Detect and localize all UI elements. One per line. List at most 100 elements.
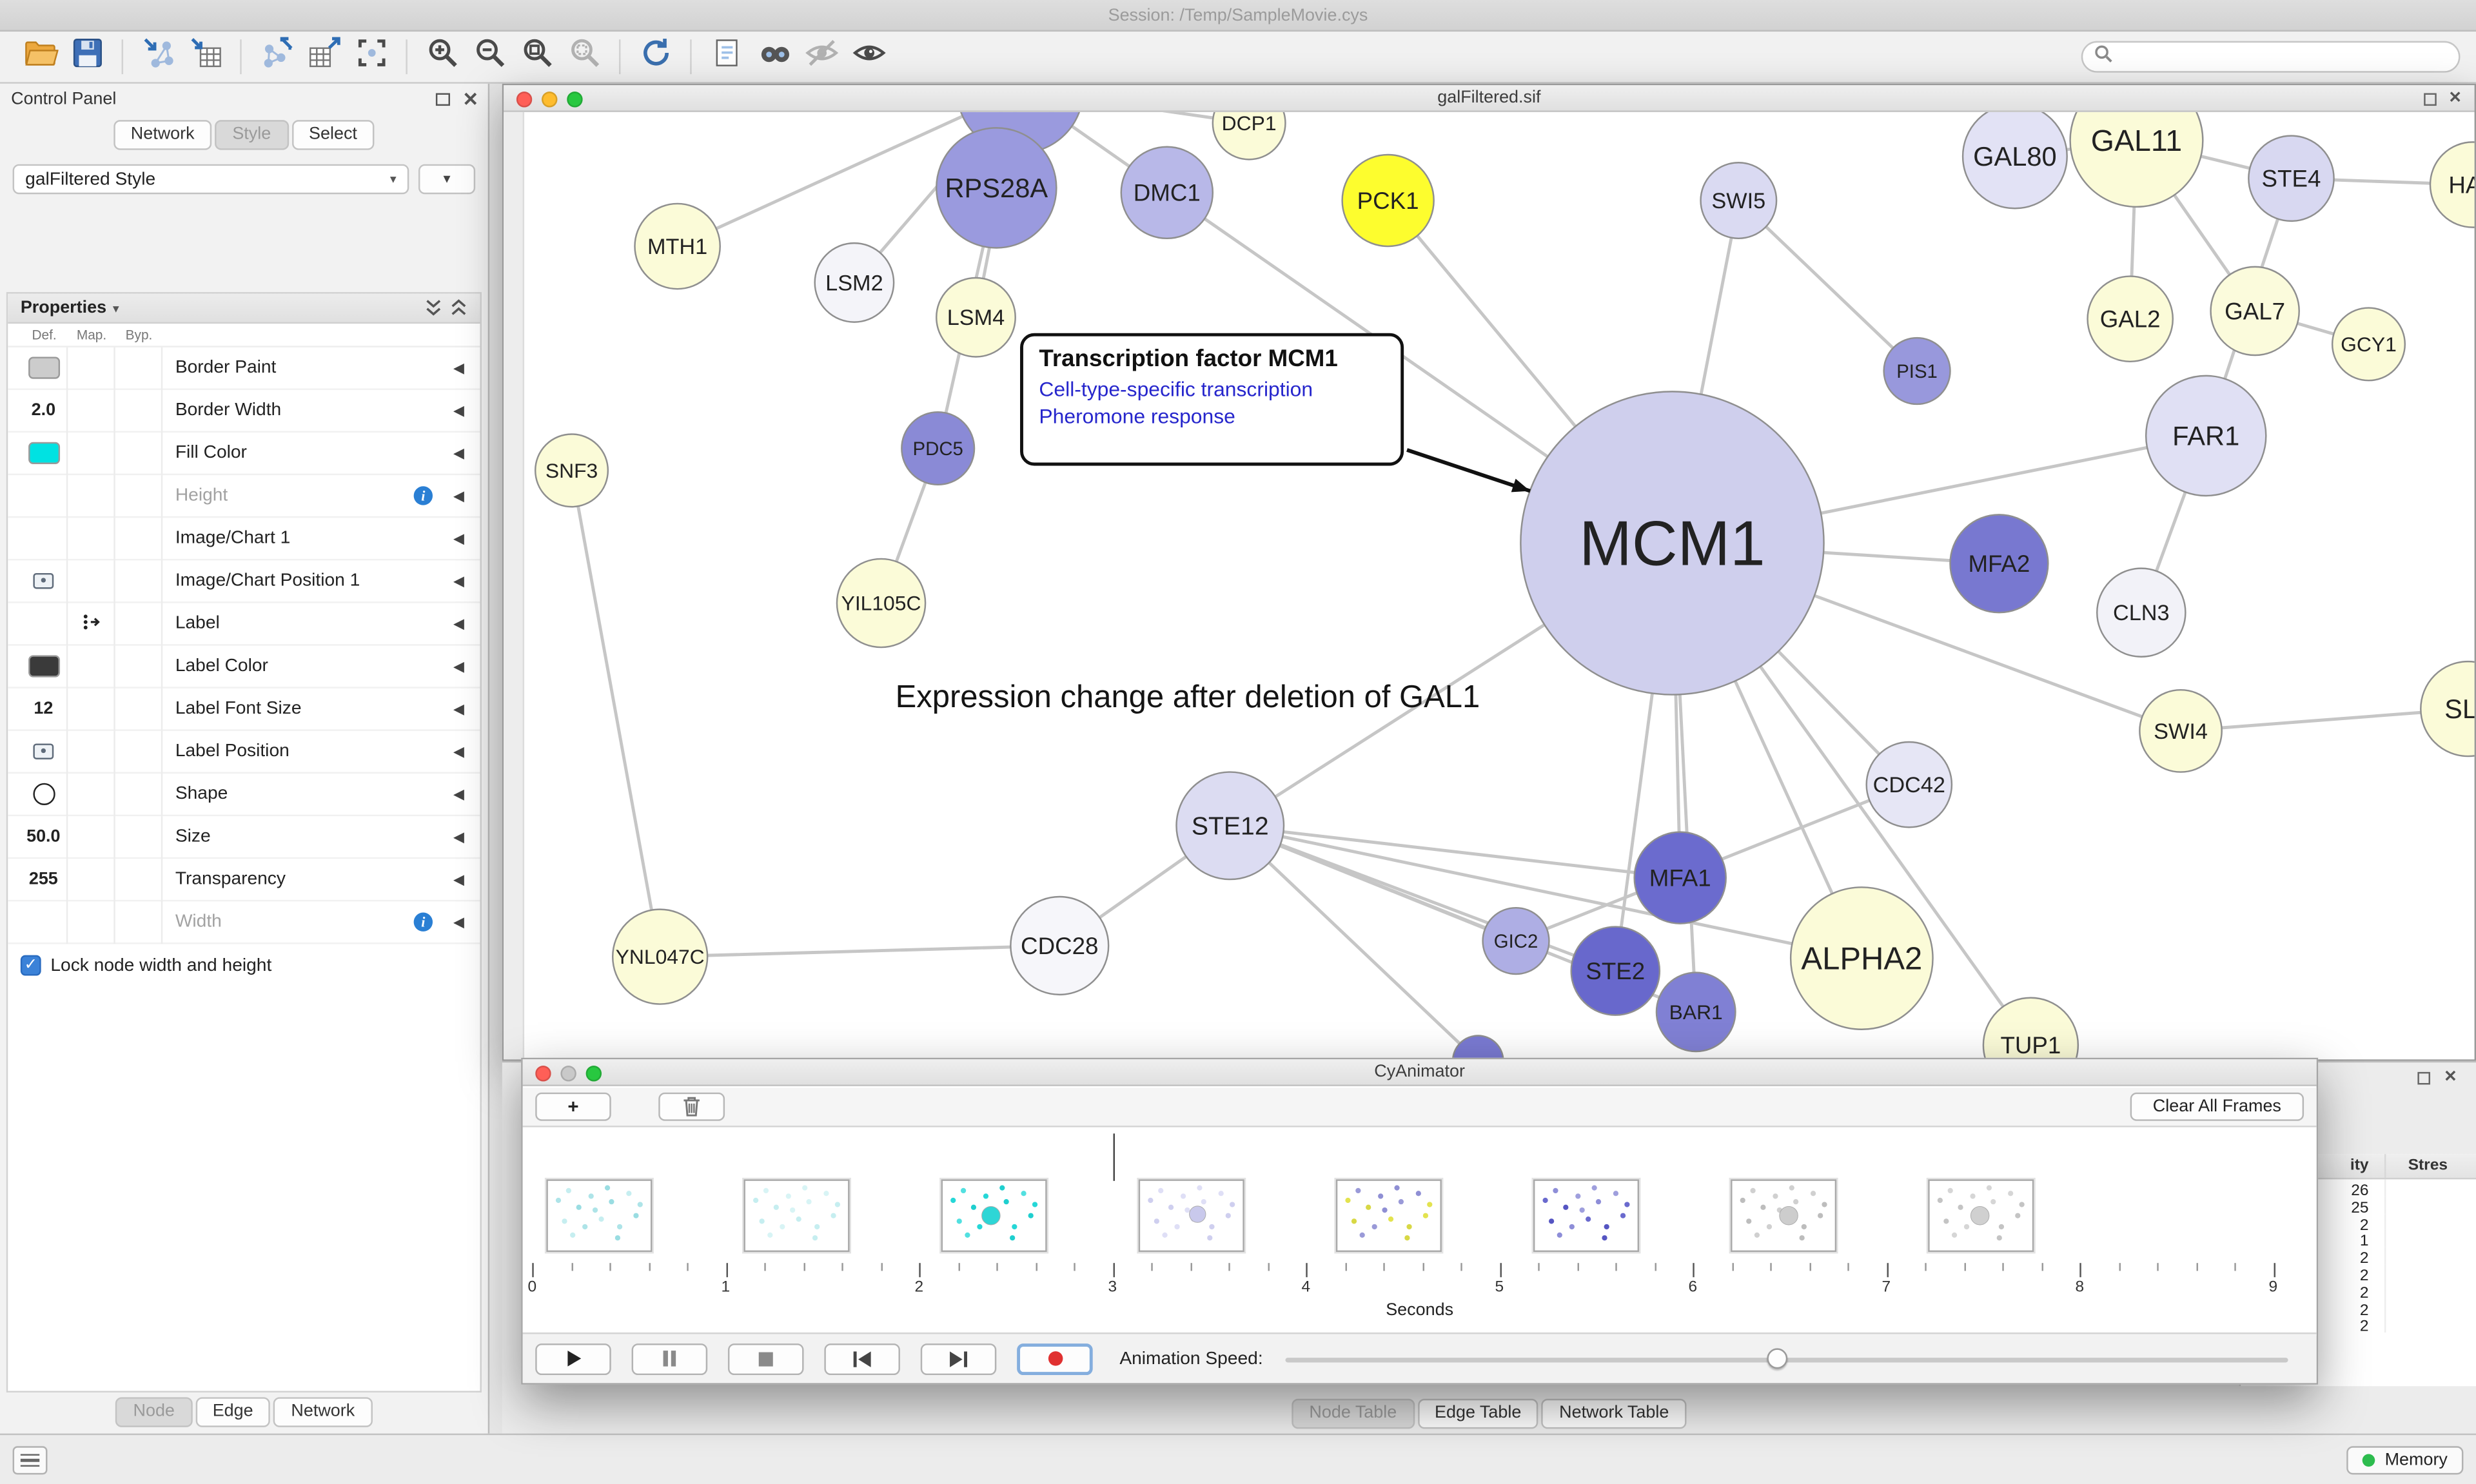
expand-row-icon[interactable]: ◀ bbox=[453, 743, 464, 760]
default-value-cell[interactable] bbox=[21, 347, 68, 389]
mapping-cell[interactable] bbox=[68, 432, 115, 474]
annotation-box[interactable]: Transcription factor MCM1 Cell-type-spec… bbox=[1020, 333, 1404, 466]
float-window-icon[interactable] bbox=[2423, 93, 2436, 106]
bypass-cell[interactable] bbox=[115, 773, 162, 815]
bypass-cell[interactable] bbox=[115, 432, 162, 474]
frame-thumbnail-0[interactable] bbox=[546, 1179, 652, 1252]
animation-speed-slider[interactable] bbox=[1285, 1343, 2288, 1374]
info-icon[interactable]: i bbox=[414, 913, 433, 932]
edge-CDC28-YNL047C[interactable] bbox=[660, 946, 1060, 957]
bypass-cell[interactable] bbox=[115, 645, 162, 687]
import-network-button[interactable] bbox=[134, 35, 181, 78]
property-row-height[interactable]: Heighti◀ bbox=[8, 475, 480, 518]
bypass-cell[interactable] bbox=[115, 815, 162, 858]
mapping-cell[interactable] bbox=[68, 901, 115, 943]
clear-all-frames-button[interactable]: Clear All Frames bbox=[2130, 1093, 2304, 1121]
mapping-cell[interactable] bbox=[68, 773, 115, 815]
default-value-cell[interactable]: 12 bbox=[21, 688, 68, 730]
save-session-button[interactable] bbox=[63, 35, 110, 78]
property-row-image-chart-1[interactable]: Image/Chart 1◀ bbox=[8, 518, 480, 560]
zoom-window-icon[interactable] bbox=[586, 1065, 602, 1080]
default-value-cell[interactable] bbox=[21, 730, 68, 773]
default-value-cell[interactable] bbox=[21, 773, 68, 815]
delete-frame-button[interactable] bbox=[658, 1093, 725, 1121]
expand-row-icon[interactable]: ◀ bbox=[453, 444, 464, 462]
tab-node-table[interactable]: Node Table bbox=[1292, 1399, 1414, 1429]
bypass-cell[interactable] bbox=[115, 474, 162, 517]
property-row-label-font-size[interactable]: 12Label Font Size◀ bbox=[8, 688, 480, 731]
mapping-cell[interactable] bbox=[68, 389, 115, 432]
expand-row-icon[interactable]: ◀ bbox=[453, 700, 464, 718]
annotation-link[interactable]: Pheromone response bbox=[1039, 404, 1384, 428]
bypass-cell[interactable] bbox=[115, 347, 162, 389]
default-value-cell[interactable] bbox=[21, 474, 68, 517]
stop-button[interactable] bbox=[728, 1343, 804, 1374]
lock-size-row[interactable]: ✓ Lock node width and height bbox=[8, 944, 480, 986]
timeline-playhead[interactable] bbox=[1112, 1133, 1115, 1180]
export-network-button[interactable] bbox=[253, 35, 300, 78]
record-button[interactable] bbox=[1017, 1343, 1093, 1374]
float-panel-icon[interactable] bbox=[436, 93, 450, 106]
default-value-cell[interactable] bbox=[21, 560, 68, 602]
pause-button[interactable] bbox=[632, 1343, 708, 1374]
mapping-cell[interactable] bbox=[68, 688, 115, 730]
frame-thumbnail-2[interactable] bbox=[941, 1179, 1047, 1252]
property-row-size[interactable]: 50.0Size◀ bbox=[8, 816, 480, 859]
expand-row-icon[interactable]: ◀ bbox=[453, 871, 464, 888]
minimize-window-icon[interactable] bbox=[560, 1065, 576, 1080]
default-value-cell[interactable] bbox=[21, 602, 68, 645]
table-column-header[interactable]: Stres bbox=[2386, 1154, 2476, 1178]
add-frame-button[interactable]: + bbox=[535, 1093, 611, 1121]
default-value-cell[interactable] bbox=[21, 517, 68, 560]
show-all-button[interactable] bbox=[845, 35, 892, 78]
frame-thumbnail-3[interactable] bbox=[1139, 1179, 1244, 1252]
play-button[interactable] bbox=[535, 1343, 611, 1374]
open-session-button[interactable] bbox=[15, 35, 63, 78]
close-view-icon[interactable]: ✕ bbox=[2448, 88, 2462, 109]
bypass-cell[interactable] bbox=[115, 901, 162, 943]
zoom-in-button[interactable] bbox=[418, 35, 466, 78]
edge-SNF3-YNL047C[interactable] bbox=[572, 471, 660, 957]
cyanimator-titlebar[interactable]: CyAnimator bbox=[523, 1059, 2317, 1086]
bypass-cell[interactable] bbox=[115, 560, 162, 602]
tab-edge-table[interactable]: Edge Table bbox=[1417, 1399, 1538, 1429]
property-row-transparency[interactable]: 255Transparency◀ bbox=[8, 859, 480, 901]
properties-header[interactable]: Properties bbox=[21, 298, 106, 317]
expand-row-icon[interactable]: ◀ bbox=[453, 785, 464, 803]
default-value-cell[interactable] bbox=[21, 645, 68, 687]
minimize-window-icon[interactable] bbox=[542, 91, 557, 106]
property-row-width[interactable]: Widthi◀ bbox=[8, 901, 480, 944]
expand-row-icon[interactable]: ◀ bbox=[453, 615, 464, 632]
expand-row-icon[interactable]: ◀ bbox=[453, 658, 464, 675]
export-table-button[interactable] bbox=[300, 35, 347, 78]
close-window-icon[interactable] bbox=[516, 91, 532, 106]
property-row-border-paint[interactable]: Border Paint◀ bbox=[8, 347, 480, 390]
tab-node[interactable]: Node bbox=[116, 1397, 192, 1427]
bypass-cell[interactable] bbox=[115, 389, 162, 432]
memory-button[interactable]: Memory bbox=[2347, 1446, 2464, 1474]
task-history-button[interactable] bbox=[13, 1446, 48, 1474]
property-row-border-width[interactable]: 2.0Border Width◀ bbox=[8, 390, 480, 433]
mapping-cell[interactable] bbox=[68, 602, 115, 645]
close-panel-icon[interactable]: ✕ bbox=[2444, 1068, 2457, 1088]
frame-thumbnail-4[interactable] bbox=[1336, 1179, 1442, 1252]
tab-style[interactable]: Style bbox=[215, 120, 288, 150]
expand-row-icon[interactable]: ◀ bbox=[453, 402, 464, 419]
lock-size-checkbox[interactable]: ✓ bbox=[21, 955, 41, 976]
network-window-titlebar[interactable]: galFiltered.sif ✕ bbox=[504, 85, 2474, 112]
tab-network[interactable]: Network bbox=[113, 120, 212, 150]
mapping-cell[interactable] bbox=[68, 517, 115, 560]
mapping-cell[interactable] bbox=[68, 858, 115, 901]
go-to-start-button[interactable] bbox=[824, 1343, 900, 1374]
timeline[interactable]: Seconds 0123456789 bbox=[523, 1126, 2317, 1336]
bypass-cell[interactable] bbox=[115, 688, 162, 730]
mapping-cell[interactable] bbox=[68, 815, 115, 858]
mapping-cell[interactable] bbox=[68, 347, 115, 389]
default-value-cell[interactable]: 2.0 bbox=[21, 389, 68, 432]
expand-row-icon[interactable]: ◀ bbox=[453, 572, 464, 590]
first-neighbors-button[interactable] bbox=[750, 35, 797, 78]
expand-row-icon[interactable]: ◀ bbox=[453, 487, 464, 505]
property-row-image-chart-position-1[interactable]: Image/Chart Position 1◀ bbox=[8, 560, 480, 603]
import-table-button[interactable] bbox=[182, 35, 229, 78]
search-input[interactable] bbox=[2121, 47, 2448, 66]
